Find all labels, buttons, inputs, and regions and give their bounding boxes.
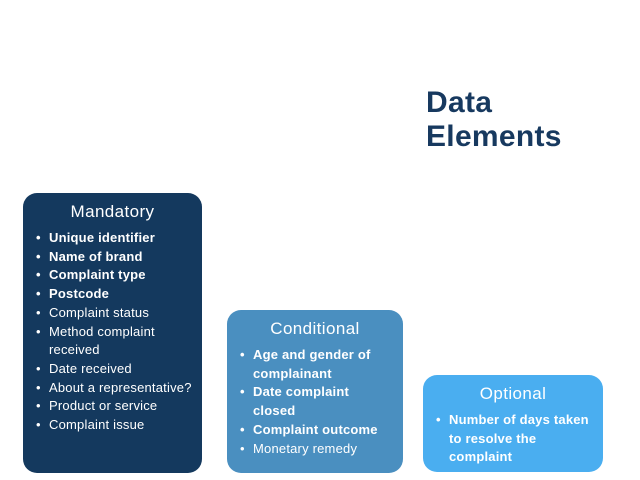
list-item: Date received <box>36 360 194 379</box>
box-mandatory-list: Unique identifierName of brandComplaint … <box>23 229 202 435</box>
list-item: Complaint status <box>36 304 194 323</box>
list-item: Number of days taken to resolve the comp… <box>436 411 595 467</box>
list-item: Date complaint closed <box>240 383 395 420</box>
box-optional: Optional Number of days taken to resolve… <box>423 375 603 472</box>
box-optional-list: Number of days taken to resolve the comp… <box>423 411 603 467</box>
list-item: Method complaint received <box>36 323 194 360</box>
list-item: Age and gender of complainant <box>240 346 395 383</box>
box-optional-header: Optional <box>479 384 547 403</box>
box-mandatory-header: Mandatory <box>70 202 155 221</box>
box-mandatory: Mandatory Unique identifierName of brand… <box>23 193 202 473</box>
list-item: Product or service <box>36 397 194 416</box>
list-item: Monetary remedy <box>240 440 395 459</box>
box-conditional-list: Age and gender of complainantDate compla… <box>227 346 403 458</box>
list-item: Complaint issue <box>36 416 194 435</box>
list-item: About a representative? <box>36 379 194 398</box>
list-item: Complaint type <box>36 266 194 285</box>
list-item: Name of brand <box>36 248 194 267</box>
page-title: Data Elements <box>426 86 562 153</box>
list-item: Postcode <box>36 285 194 304</box>
box-conditional-header: Conditional <box>270 319 360 338</box>
list-item: Unique identifier <box>36 229 194 248</box>
list-item: Complaint outcome <box>240 421 395 440</box>
box-conditional: Conditional Age and gender of complainan… <box>227 310 403 473</box>
